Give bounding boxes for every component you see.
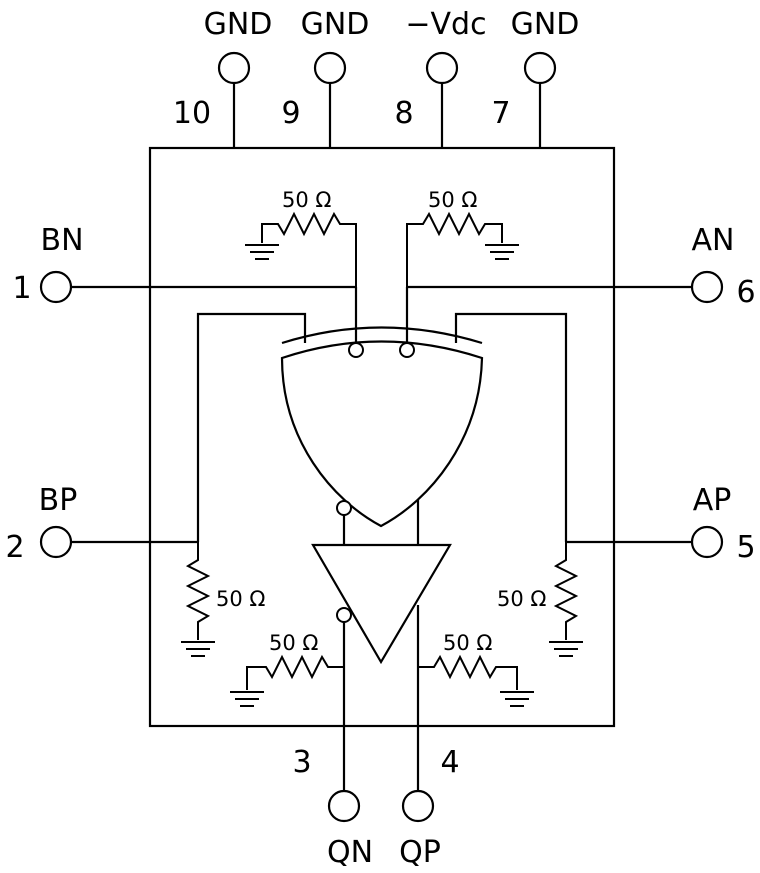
resistor-bn-termination: 50 Ω [245,188,357,287]
xor-gate-body [280,340,484,528]
pin-8-group: −Vdc 8 [394,7,487,148]
resistor-bn-value: 50 Ω [282,188,331,212]
pin-7-terminal [523,51,557,85]
pin-5-number: 5 [736,530,755,565]
pin-7-group: GND 7 [491,7,579,148]
output-buffer [311,543,452,665]
ground-symbol [230,691,264,707]
pin-9-group: GND 9 [281,7,369,148]
resistor-an-termination: 50 Ω [406,188,519,287]
pin-5-terminal [690,525,724,559]
pin-9-terminal [313,51,347,85]
xor-output-inverted-bubble [336,500,352,516]
pin-2-terminal [39,525,73,559]
pin-8-terminal [425,51,459,85]
pin-3-terminal [327,789,361,823]
pin-4-group: 4 QP [399,605,460,870]
xor-gate-input-arc [281,326,483,345]
pin-4-terminal [401,789,435,823]
ap-input-path [454,312,568,542]
pin-6-group: AN 6 [405,223,756,342]
ground-symbol [485,244,519,260]
pin-6-name: AN [692,223,735,258]
xor-gate [280,326,484,545]
pin-1-terminal [39,270,73,304]
xor-input-bubble-a [399,342,415,358]
pin-6-terminal [690,270,724,304]
pin-2-name: BP [39,483,78,518]
ground-symbol [181,641,215,657]
pin-8-number: 8 [394,96,413,131]
pin-8-name: −Vdc [405,7,486,42]
pin-7-number: 7 [491,96,510,131]
pin-2-group: BP 2 [5,483,198,565]
resistor-ap-termination: 50 Ω [497,542,583,657]
package-outline [148,146,616,728]
pin-4-name: QP [399,835,441,870]
pin-3-name: QN [327,835,373,870]
resistor-bp-value: 50 Ω [216,587,265,611]
pin-10-terminal [217,51,251,85]
pin-7-name: GND [511,7,580,42]
ground-symbol [549,641,583,657]
resistor-qp-value: 50 Ω [443,631,492,655]
resistor-bp-termination: 50 Ω [181,542,265,657]
resistor-qp-termination: 50 Ω [418,631,534,707]
pin-2-number: 2 [5,530,24,565]
pin-4-number: 4 [440,745,459,780]
pin-9-name: GND [301,7,370,42]
pin-5-name: AP [693,483,732,518]
output-inverted-bubble [336,607,352,623]
pin-3-number: 3 [292,745,311,780]
resistor-an-value: 50 Ω [428,188,477,212]
pin-3-group: 3 QN [292,622,373,870]
output-buffer-body [311,543,452,665]
xor-input-bubble-b [348,342,364,358]
pin-6-number: 6 [736,275,755,310]
pin-10-group: GND 10 [173,7,272,148]
pin-10-name: GND [204,7,273,42]
pin-10-number: 10 [173,96,211,131]
pin-5-group: AP 5 [566,483,756,565]
pin-1-group: BN 1 [12,223,358,342]
ground-symbol [245,244,279,260]
pin-1-number: 1 [12,271,31,306]
pin-1-name: BN [40,223,83,258]
resistor-ap-value: 50 Ω [497,587,546,611]
bp-input-path [196,312,307,542]
ground-symbol [500,691,534,707]
pin-9-number: 9 [281,96,300,131]
resistor-qn-termination: 50 Ω [230,631,344,707]
resistor-qn-value: 50 Ω [269,631,318,655]
